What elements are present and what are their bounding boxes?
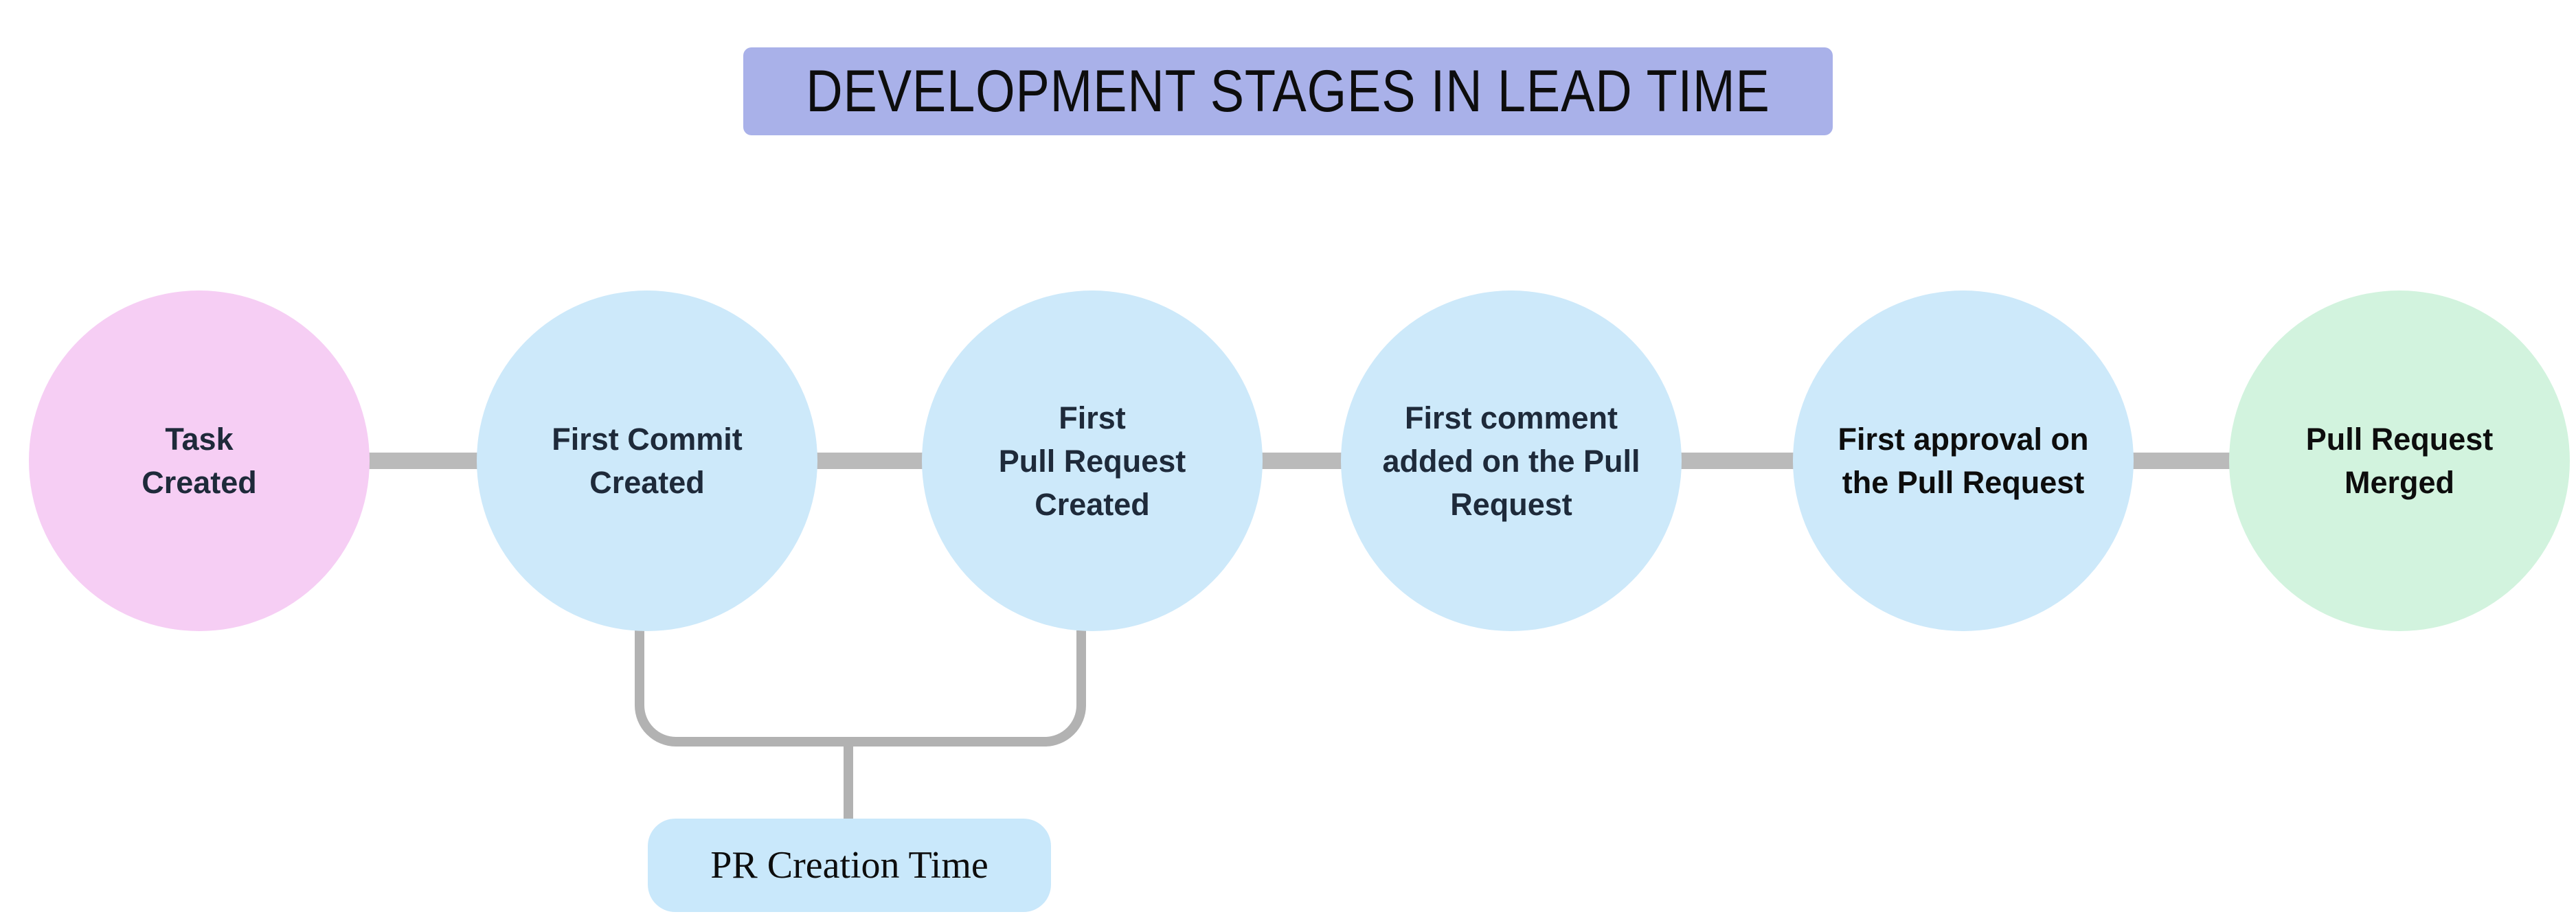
stage-circle-first-commit-created: First Commit Created [477,290,817,631]
diagram-title: DEVELOPMENT STAGES IN LEAD TIME [806,58,1770,124]
stage-label-line: First comment [1404,400,1618,435]
pr-creation-time-bracket [635,630,1086,747]
stage-label: Task Created [142,418,257,504]
stage-label: First Commit Created [552,418,743,504]
stage-label-line: Created [142,465,257,500]
stage-label-line: First [1059,400,1126,435]
stage-label-line: added on the Pull [1382,443,1640,479]
stage-circle-pull-request-merged: Pull Request Merged [2229,290,2570,631]
stage-label: First comment added on the Pull Request [1382,396,1640,526]
stage-circle-first-comment-added: First comment added on the Pull Request [1341,290,1682,631]
stage-label-line: First approval on [1838,422,2089,457]
stage-label-line: Task [165,422,234,457]
stage-circle-first-approval: First approval on the Pull Request [1793,290,2134,631]
pr-creation-time-bracket-stem [844,745,853,819]
pr-creation-time-text: PR Creation Time [710,844,988,887]
stage-label-line: Created [1035,486,1150,522]
stage-label-line: Created [589,465,705,500]
stage-label-line: First Commit [552,422,743,457]
stage-circle-task-created: Task Created [29,290,370,631]
stage-label-line: Request [1450,486,1572,522]
stage-label-line: Pull Request [998,443,1186,479]
pr-creation-time-label: PR Creation Time [648,819,1051,912]
stage-label: Pull Request Merged [2306,418,2494,504]
diagram-title-banner: DEVELOPMENT STAGES IN LEAD TIME [743,47,1833,135]
stage-circle-first-pull-request-created: First Pull Request Created [922,290,1263,631]
stage-label: First approval on the Pull Request [1838,418,2088,504]
stage-label-line: Pull Request [2305,422,2494,457]
stage-label: First Pull Request Created [999,396,1186,526]
stage-label-line: Merged [2344,465,2455,500]
stage-label-line: the Pull Request [1842,465,2085,500]
